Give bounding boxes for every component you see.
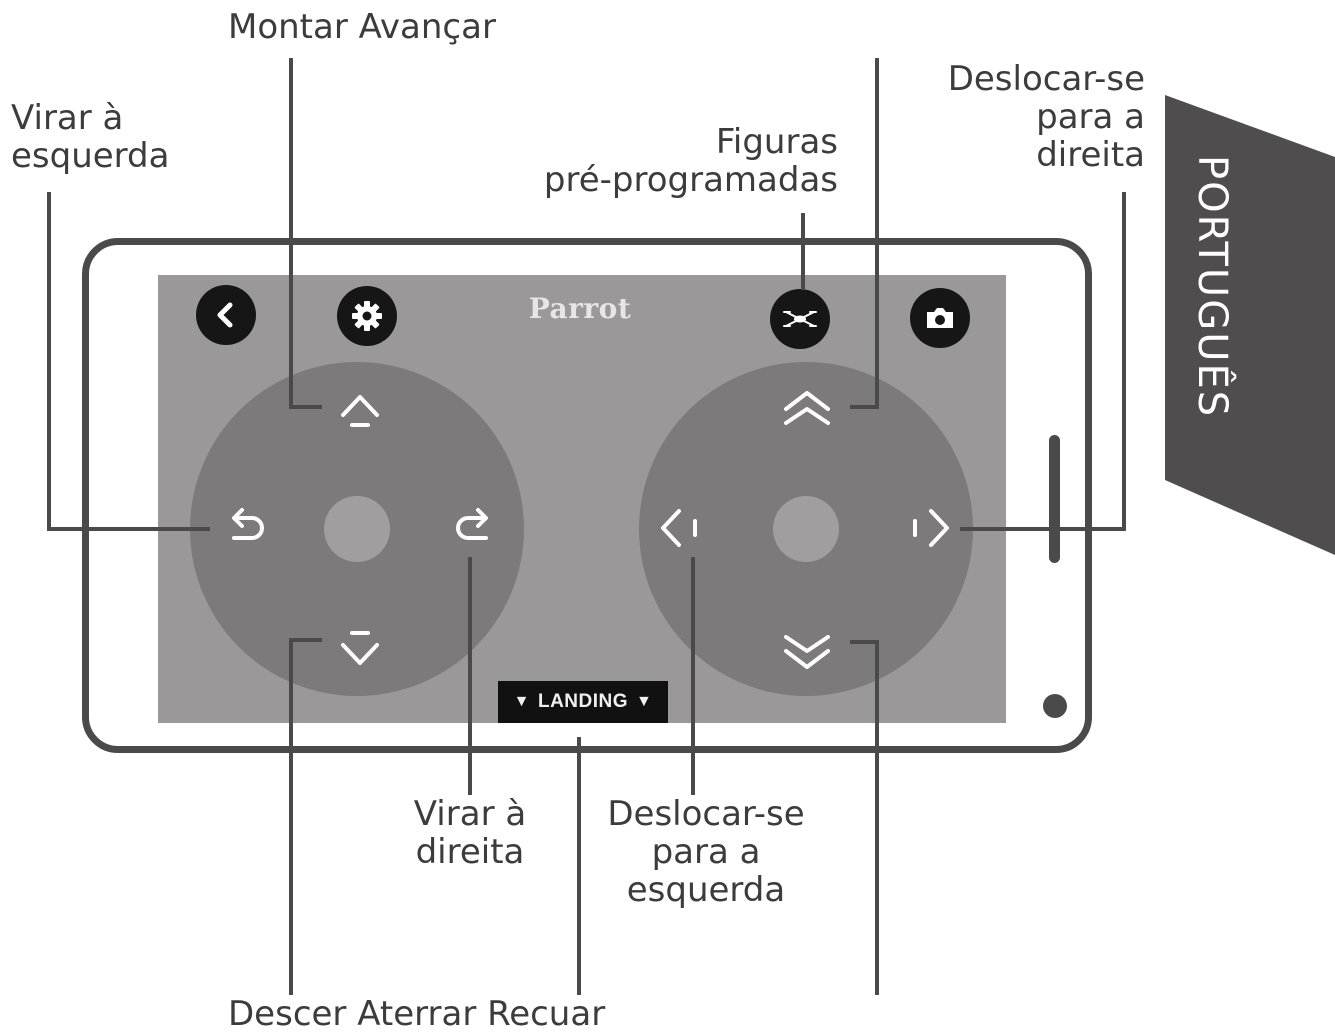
label-line: esquerda: [11, 136, 170, 176]
landing-button[interactable]: ▼ LANDING ▼: [498, 681, 668, 723]
label-figures: Figuras pré-programadas: [520, 123, 838, 199]
turn-left-button[interactable]: [222, 502, 278, 552]
label-line: direita: [1036, 135, 1145, 175]
back-button[interactable]: [196, 285, 256, 345]
label-line: Deslocar-se: [607, 794, 805, 834]
phone-home-dot: [1043, 694, 1067, 718]
label-line: Figuras: [715, 122, 838, 162]
label-line: direita: [415, 832, 525, 872]
backward-button[interactable]: [780, 625, 834, 675]
camera-icon: [927, 308, 953, 328]
landing-label: LANDING: [537, 691, 629, 712]
label-descer-aterrar-recuar: Descer Aterrar Recuar: [228, 994, 606, 1034]
camera-button[interactable]: [910, 288, 970, 348]
label-line: Virar à: [413, 794, 527, 834]
descend-button[interactable]: [335, 625, 385, 675]
label-move-left: Deslocar-se para a esquerda: [596, 795, 816, 909]
parrot-logo: Parrot: [528, 292, 632, 325]
back-chevron-icon: [217, 302, 233, 328]
forward-button[interactable]: [780, 385, 834, 435]
triangle-down-icon: ▼: [636, 693, 653, 710]
right-joystick-center[interactable]: [773, 496, 839, 562]
language-tab: [1165, 95, 1335, 555]
label-line: esquerda: [626, 870, 786, 910]
label-line: pré-programadas: [543, 160, 838, 200]
ascend-button[interactable]: [335, 385, 385, 435]
label-montar-avancar: Montar Avançar: [228, 7, 496, 47]
phone-side-button: [1049, 435, 1060, 563]
language-tab-label: PORTUGUÊS: [1189, 155, 1235, 419]
label-move-right: Deslocar-se para a direita: [930, 60, 1145, 174]
settings-button[interactable]: [337, 286, 397, 346]
label-line: para a: [1036, 97, 1145, 137]
triangle-down-icon: ▼: [513, 693, 530, 710]
label-line: Virar à: [11, 98, 124, 138]
label-turn-right: Virar à direita: [400, 795, 540, 871]
gear-icon: [352, 301, 382, 331]
turn-right-button[interactable]: [442, 502, 498, 552]
label-line: Deslocar-se: [947, 59, 1145, 99]
move-right-button[interactable]: [903, 505, 955, 551]
drone-icon: [783, 311, 817, 327]
label-turn-left: Virar à esquerda: [11, 99, 169, 175]
move-left-button[interactable]: [655, 505, 707, 551]
label-line: para a: [651, 832, 761, 872]
left-joystick-center[interactable]: [324, 496, 390, 562]
figures-button[interactable]: [770, 289, 830, 349]
